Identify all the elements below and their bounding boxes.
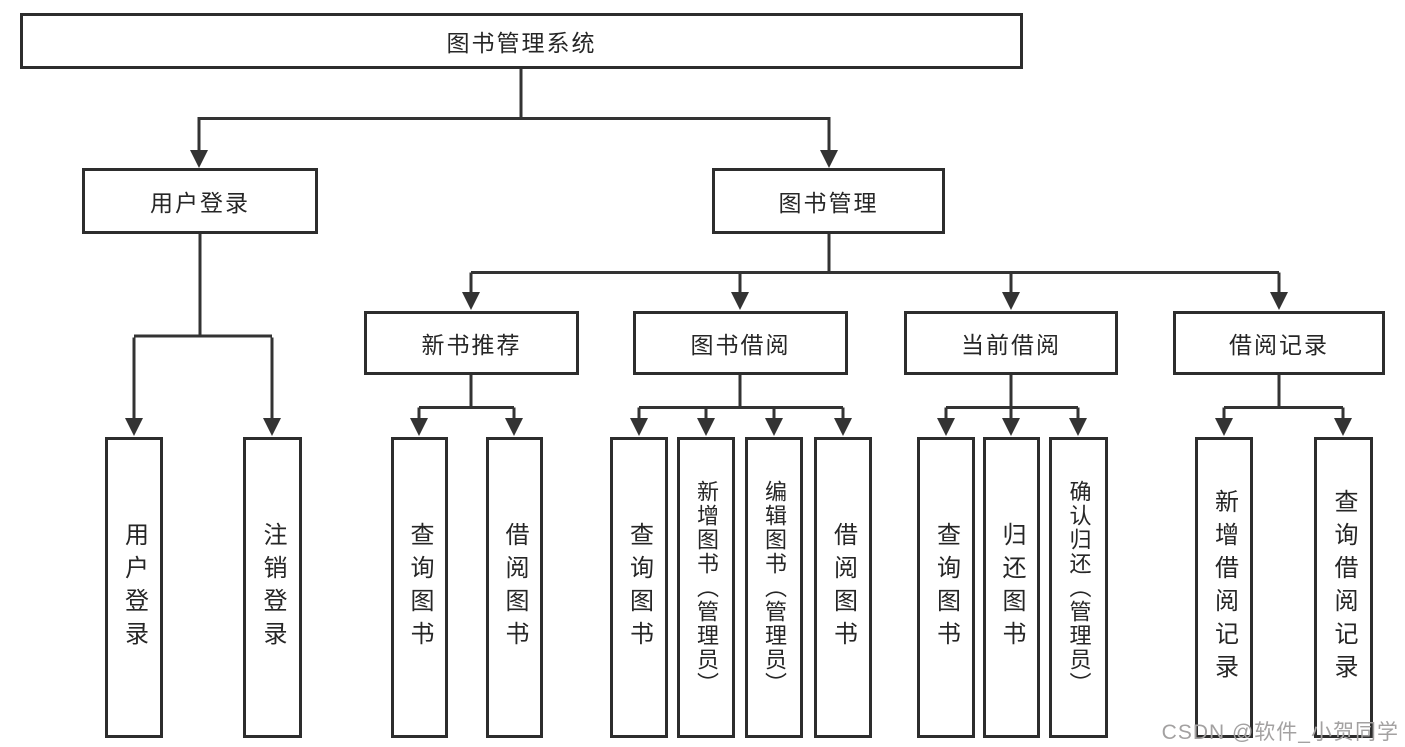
node-label: 新书推荐: [421, 332, 522, 358]
node-label: 图书管理: [778, 190, 879, 216]
leaf-borrow-books: 借阅图书: [814, 437, 872, 738]
leaf-label: 查询图书: [625, 521, 653, 654]
node-book-management-module: 图书管理: [712, 168, 945, 234]
leaf-user-login: 用户登录: [105, 437, 163, 738]
leaf-label: 查询借阅记录: [1330, 488, 1357, 687]
connector-recommend-to-leaves: [410, 375, 523, 436]
node-label: 借阅记录: [1229, 332, 1329, 358]
leaf-label: 确认归还（管理员）: [1066, 479, 1092, 696]
node-borrowing-records: 借阅记录: [1173, 311, 1385, 375]
connector-root-to-level2: [190, 69, 838, 168]
node-label: 当前借阅: [961, 332, 1061, 358]
leaf-confirm-return-admin: 确认归还（管理员）: [1049, 437, 1108, 738]
leaf-query-borrow-record: 查询借阅记录: [1314, 437, 1373, 738]
node-user-login-module: 用户登录: [82, 168, 318, 234]
leaf-label: 归还图书: [998, 521, 1025, 654]
watermark: CSDN @软件_小贺同学: [1161, 721, 1399, 744]
connector-borrow-to-leaves: [630, 375, 852, 436]
connector-current-to-leaves: [937, 375, 1087, 436]
leaf-label: 新增借阅记录: [1210, 488, 1238, 687]
leaf-label: 编辑图书（管理员）: [762, 479, 787, 696]
connector-userlogin-to-leaves: [125, 234, 281, 436]
node-current-borrowing: 当前借阅: [904, 311, 1118, 375]
leaf-query-books-current: 查询图书: [917, 437, 975, 738]
leaf-label: 借阅图书: [501, 521, 528, 654]
leaf-borrow-books-recommend: 借阅图书: [486, 437, 543, 738]
leaf-return-books: 归还图书: [983, 437, 1040, 738]
node-label: 用户登录: [150, 190, 250, 216]
leaf-label: 注销登录: [259, 521, 286, 654]
leaf-label: 查询图书: [406, 521, 433, 654]
leaf-label: 查询图书: [932, 521, 960, 654]
leaf-logout: 注销登录: [243, 437, 302, 738]
leaf-add-borrow-record: 新增借阅记录: [1195, 437, 1253, 738]
leaf-label: 借阅图书: [829, 521, 857, 654]
node-book-borrowing: 图书借阅: [633, 311, 848, 375]
leaf-query-books-borrow: 查询图书: [610, 437, 668, 738]
connector-records-to-leaves: [1215, 375, 1352, 436]
leaf-add-books-admin: 新增图书（管理员）: [677, 437, 735, 738]
node-label: 图书管理系统: [446, 30, 597, 56]
leaf-edit-books-admin: 编辑图书（管理员）: [745, 437, 803, 738]
node-label: 图书借阅: [690, 332, 791, 358]
leaf-label: 用户登录: [120, 521, 148, 654]
leaf-query-books-recommend: 查询图书: [391, 437, 448, 738]
node-root-system: 图书管理系统: [20, 13, 1023, 69]
leaf-label: 新增图书（管理员）: [694, 479, 719, 696]
node-new-book-recommend: 新书推荐: [364, 311, 579, 375]
connector-bookmgmt-to-level3: [462, 234, 1288, 310]
